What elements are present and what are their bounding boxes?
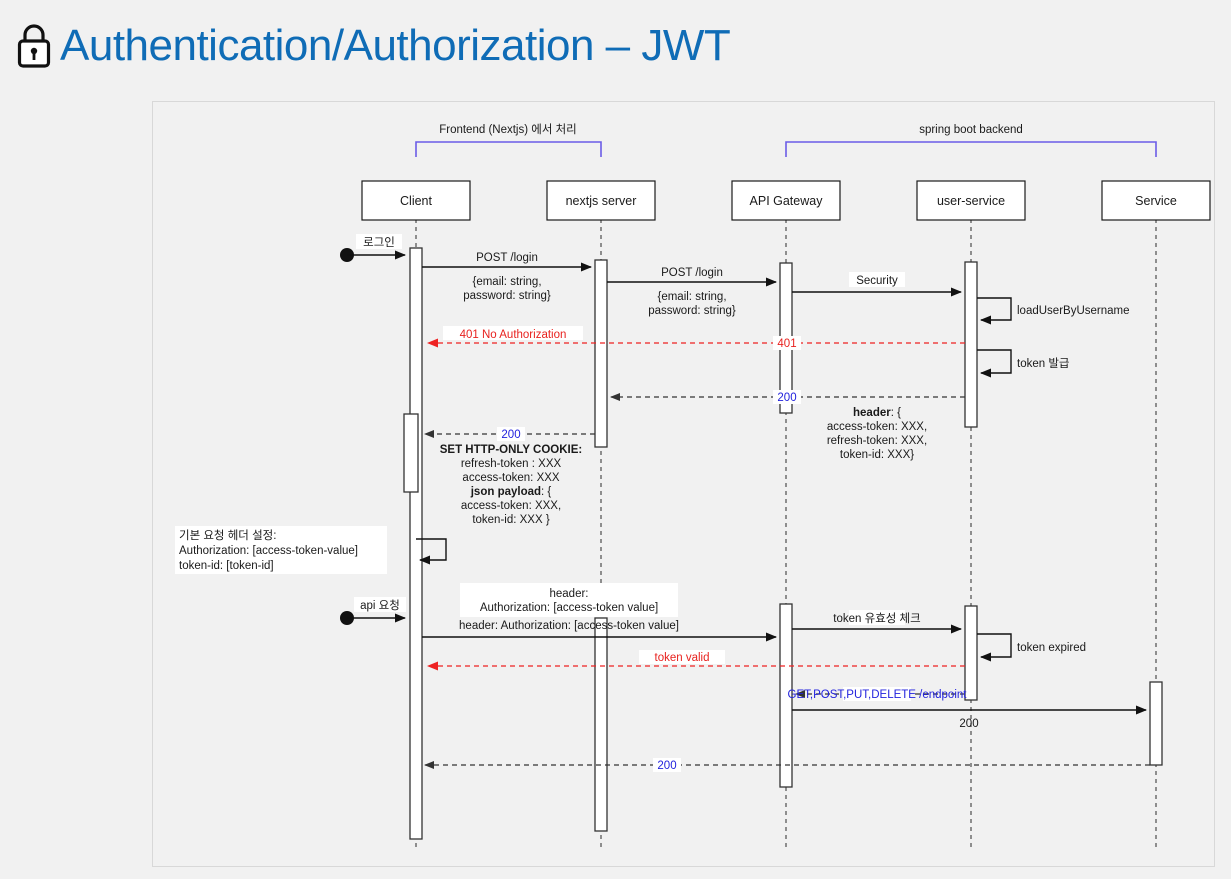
message-status-200: 200 [501, 429, 520, 441]
message-label: token 유효성 체크 [833, 612, 920, 625]
message-token-valid: GET,POST,PUT,DELETE /endpoint [788, 687, 968, 701]
activation-client-nested [403, 413, 419, 493]
self-message-token-validity: token expired [977, 633, 1086, 662]
message-status-200: 200 [777, 392, 796, 404]
page-title: Authentication/Authorization – JWT [60, 21, 731, 70]
note-access-token: access-token: XXX [462, 472, 559, 484]
group-backend [785, 141, 1157, 157]
group-frontend [415, 141, 602, 157]
message-label: token 발급 [1017, 357, 1070, 370]
note-header-title: header: [549, 588, 588, 600]
participant-label: user-service [937, 194, 1005, 208]
participant-api-gateway[interactable]: API Gateway [731, 180, 841, 221]
message-note-line1: {email: string, [472, 276, 541, 288]
message-label: POST /login [661, 267, 723, 279]
message-200-header: 200 header: { access-token: XXX, refresh… [610, 390, 965, 461]
message-post-login-1: POST /login {email: string, password: st… [422, 252, 592, 302]
self-message-default-header: 기본 요청 헤더 설정: Authorization: [access-toke… [175, 526, 447, 574]
note-json-payload-title: json payload: { [470, 486, 552, 498]
note-default-header-title: 기본 요청 헤더 설정: [179, 529, 276, 542]
lock-icon [14, 20, 54, 77]
message-endpoint-request: header: Authorization: [access-token val… [422, 583, 777, 642]
message-label: header: Authorization: [access-token val… [459, 620, 679, 632]
message-final-200: 200 [424, 758, 1150, 772]
note-authorization: Authorization: [access-token value] [480, 602, 658, 614]
actor-login: 로그인 [340, 234, 406, 262]
group-label-frontend: Frontend (Nextjs) 에서 처리 [439, 123, 577, 136]
note-header-title: header: { [853, 407, 901, 419]
participant-label: API Gateway [750, 194, 824, 208]
sequence-diagram-frame: Client nextjs server API Gateway user-se… [152, 101, 1215, 867]
message-note-line1: {email: string, [657, 291, 726, 303]
participant-nextjs-server[interactable]: nextjs server [546, 180, 656, 221]
message-label: 401 No Authorization [460, 329, 567, 341]
activation-userservice-2 [964, 605, 978, 701]
actor-label-api: api 요청 [360, 599, 400, 612]
message-status-200: 200 [657, 760, 676, 772]
message-label: 200 [959, 718, 978, 730]
message-401-no-authorization: 401 No Authorization 401 [427, 326, 965, 350]
message-label: POST /login [476, 252, 538, 264]
page-header: Authentication/Authorization – JWT [0, 0, 1231, 92]
message-note-line2: password: string} [648, 305, 736, 317]
message-token-expired: token valid [427, 650, 965, 671]
activation-nextjs-1 [594, 259, 608, 448]
message-security-1: Security [792, 272, 962, 297]
activation-service-1 [1149, 681, 1163, 766]
message-label: loadUserByUsername [1017, 305, 1130, 317]
group-label-backend: spring boot backend [919, 124, 1023, 136]
activation-client-1 [409, 247, 423, 840]
participant-user-service[interactable]: user-service [916, 180, 1026, 221]
participant-label: Client [400, 194, 432, 208]
message-label: GET,POST,PUT,DELETE /endpoint [788, 689, 968, 701]
message-security-2: token 유효성 체크 [792, 610, 962, 634]
note-refresh-token: refresh-token: XXX, [827, 435, 927, 447]
activation-apigw-2 [779, 603, 793, 788]
message-endpoint-forward: 200 [792, 705, 1147, 730]
note-payload-access-token: access-token: XXX, [461, 500, 561, 512]
note-token-id: token-id: [token-id] [179, 560, 274, 572]
participant-label: nextjs server [566, 194, 637, 208]
participant-client[interactable]: Client [361, 180, 471, 221]
activation-userservice-1 [964, 261, 978, 428]
participant-label: Service [1135, 194, 1177, 208]
note-payload-token-id: token-id: XXX } [472, 514, 550, 526]
message-label: token valid [655, 652, 710, 664]
activation-nextjs-2 [594, 617, 608, 832]
message-200-set-cookie: 200 SET HTTP-ONLY COOKIE: refresh-token … [424, 427, 595, 526]
message-code-401: 401 [777, 338, 796, 350]
participant-service[interactable]: Service [1101, 180, 1211, 221]
actor-api-request: api 요청 [340, 597, 406, 625]
actor-label-login: 로그인 [363, 236, 395, 249]
note-set-cookie-title: SET HTTP-ONLY COOKIE: [440, 444, 583, 456]
self-message-token-issue: token 발급 [977, 349, 1070, 378]
note-authorization: Authorization: [access-token-value] [179, 545, 358, 557]
note-access-token: access-token: XXX, [827, 421, 927, 433]
message-label: Security [856, 275, 898, 287]
self-message-load-user: loadUserByUsername [977, 297, 1130, 325]
note-refresh-token: refresh-token : XXX [461, 458, 562, 470]
message-label: token expired [1017, 642, 1086, 654]
message-note-line2: password: string} [463, 290, 551, 302]
note-token-id: token-id: XXX} [840, 449, 914, 461]
message-post-login-2: POST /login {email: string, password: st… [607, 267, 777, 317]
